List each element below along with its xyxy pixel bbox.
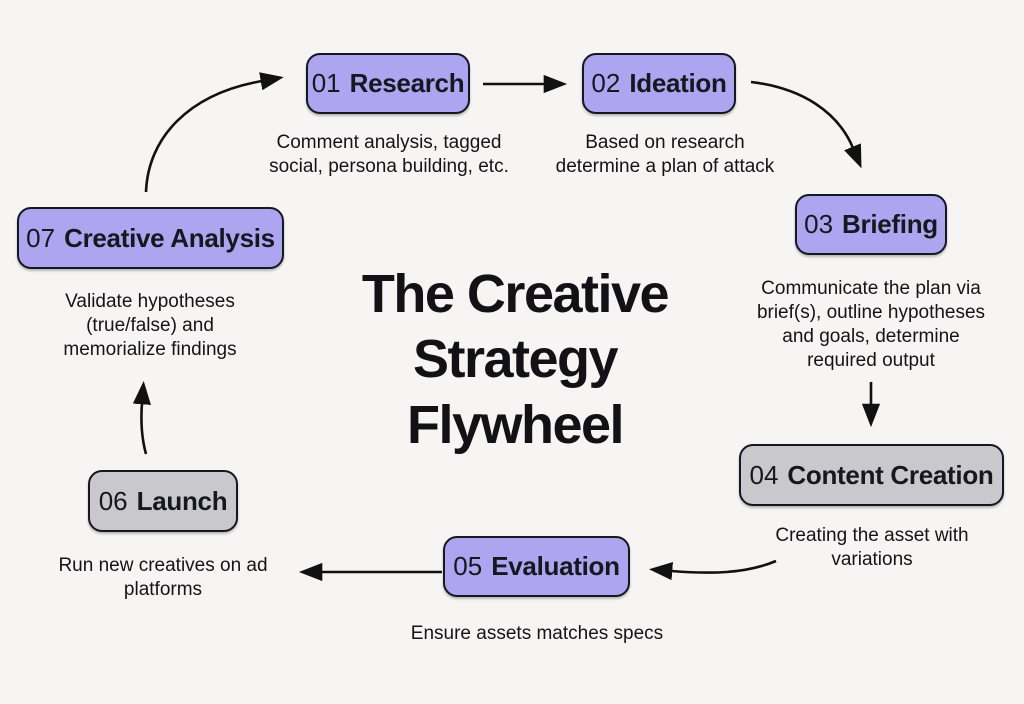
arrow-launch-to-analysis-icon (132, 380, 151, 455)
step-description-briefing: Communicate the plan via brief(s), outli… (756, 278, 986, 371)
step-box-research: 01 Research (306, 53, 470, 114)
step-box-briefing: 03 Briefing (795, 194, 947, 255)
step-box-ideation: 02 Ideation (582, 53, 736, 114)
step-label: Research (349, 68, 465, 98)
step-label: Briefing (842, 209, 938, 239)
step-label: Launch (136, 485, 228, 516)
step-number: 03 (804, 209, 834, 239)
step-description-creative-analysis: Validate hypotheses (true/false) and mem… (63, 291, 237, 360)
step-label: Ideation (629, 68, 727, 98)
step-label: Evaluation (491, 551, 620, 581)
step-description-launch: Run new creatives on ad platforms (58, 555, 268, 600)
step-description-content-creation: Creating the asset with variations (775, 525, 969, 570)
step-number: 06 (98, 485, 128, 516)
step-description-ideation: Based on research determine a plan of at… (555, 132, 775, 177)
step-description-evaluation: Ensure assets matches specs (410, 623, 664, 644)
step-number: 07 (26, 222, 56, 253)
step-box-creative-analysis: 07 Creative Analysis (17, 207, 284, 269)
step-number: 04 (749, 459, 779, 490)
step-label: Content Creation (787, 459, 994, 490)
step-box-content-creation: 04 Content Creation (739, 444, 1004, 506)
step-box-evaluation: 05 Evaluation (443, 536, 630, 597)
step-label: Creative Analysis (64, 222, 275, 253)
step-box-launch: 06 Launch (88, 470, 238, 532)
step-number: 02 (591, 68, 621, 98)
step-number: 05 (453, 551, 483, 581)
step-description-research: Comment analysis, tagged social, persona… (269, 132, 509, 177)
diagram-title: The Creative Strategy Flywheel (361, 264, 670, 455)
step-number: 01 (311, 68, 341, 98)
